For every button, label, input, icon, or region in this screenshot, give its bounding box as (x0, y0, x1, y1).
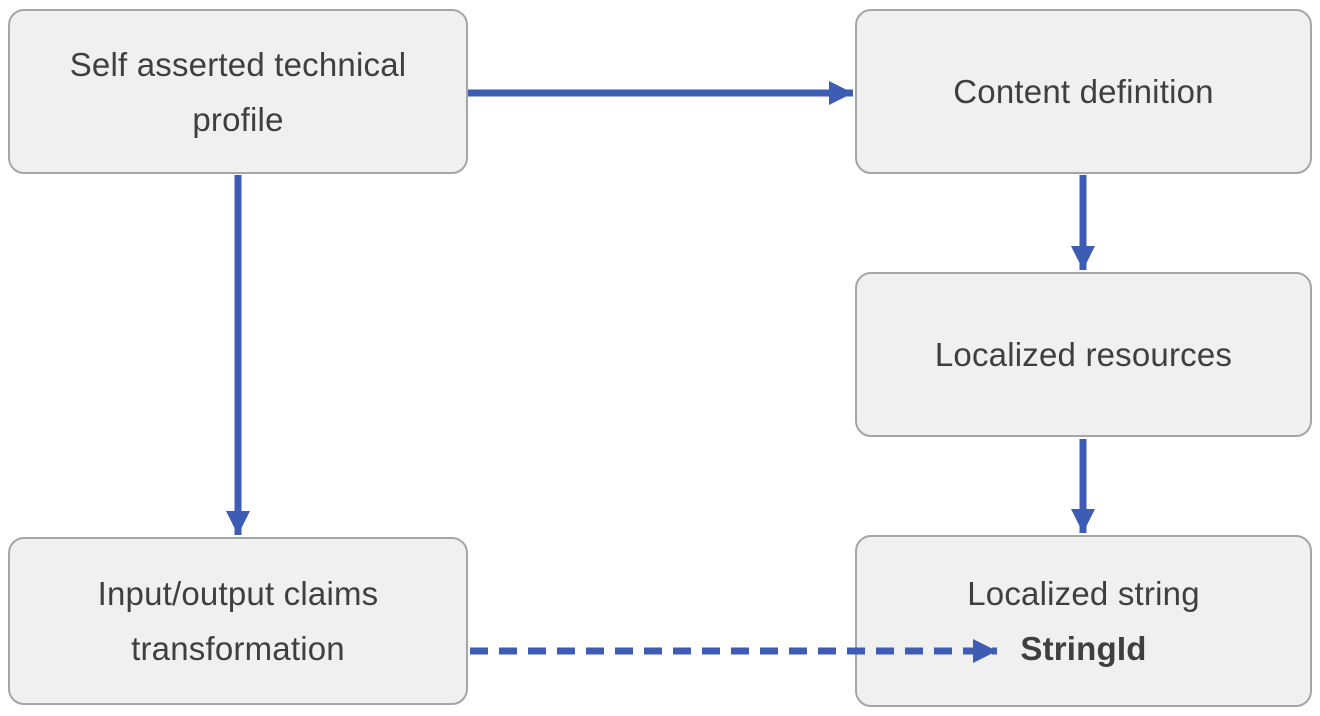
node-localized-resources: Localized resources (855, 272, 1312, 437)
node-label: Input/output claims transformation (97, 575, 379, 667)
node-label: Self asserted technical profile (69, 45, 407, 138)
node-label: Localized resources (934, 336, 1233, 373)
node-content-definition: Content definition (855, 9, 1312, 174)
node-label: Content definition (953, 73, 1214, 110)
localized-string-label: Localized string (967, 575, 1200, 612)
node-input-output-claims-transformation: Input/output claims transformation (8, 537, 468, 705)
stringid-label: StringId (1020, 630, 1147, 667)
node-localized-string: Localized string StringId (855, 535, 1312, 707)
node-label: Localized string StringId (967, 566, 1200, 676)
node-self-asserted-technical-profile: Self asserted technical profile (8, 9, 468, 174)
